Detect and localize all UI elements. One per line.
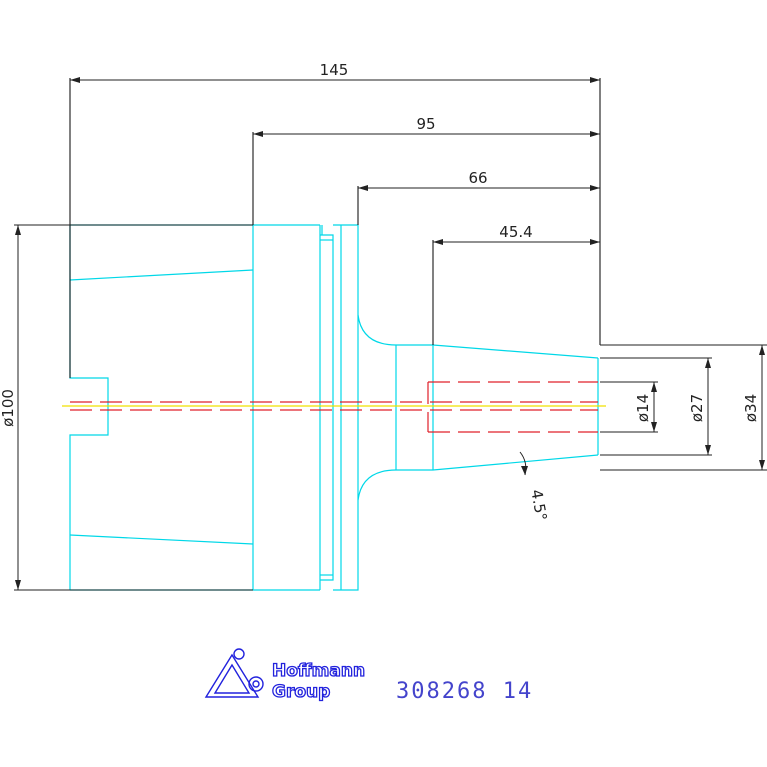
dim-dia-14: ø14 (634, 394, 652, 422)
dim-length-66: 66 (468, 169, 487, 187)
dim-dia-27: ø27 (688, 394, 706, 422)
logo-text-line2: Group (272, 682, 330, 702)
dim-overall-length: 145 (320, 61, 349, 79)
dim-taper-angle: 4.5° (527, 488, 550, 522)
arrowheads (15, 77, 765, 590)
hidden-bore (70, 381, 598, 433)
dim-length-45: 45.4 (499, 223, 532, 241)
logo-mark-icon (204, 648, 264, 698)
part-number: 308268 14 (396, 679, 533, 704)
part-outline (69, 224, 599, 591)
dim-dia-34: ø34 (742, 394, 760, 422)
logo-text-line1: Hoffmann (272, 661, 365, 681)
dim-length-95: 95 (416, 115, 435, 133)
dimension-lines (14, 78, 767, 591)
dim-dia-100: ø100 (0, 389, 17, 427)
hoffmann-logo: Hoffmann Group (204, 648, 366, 703)
